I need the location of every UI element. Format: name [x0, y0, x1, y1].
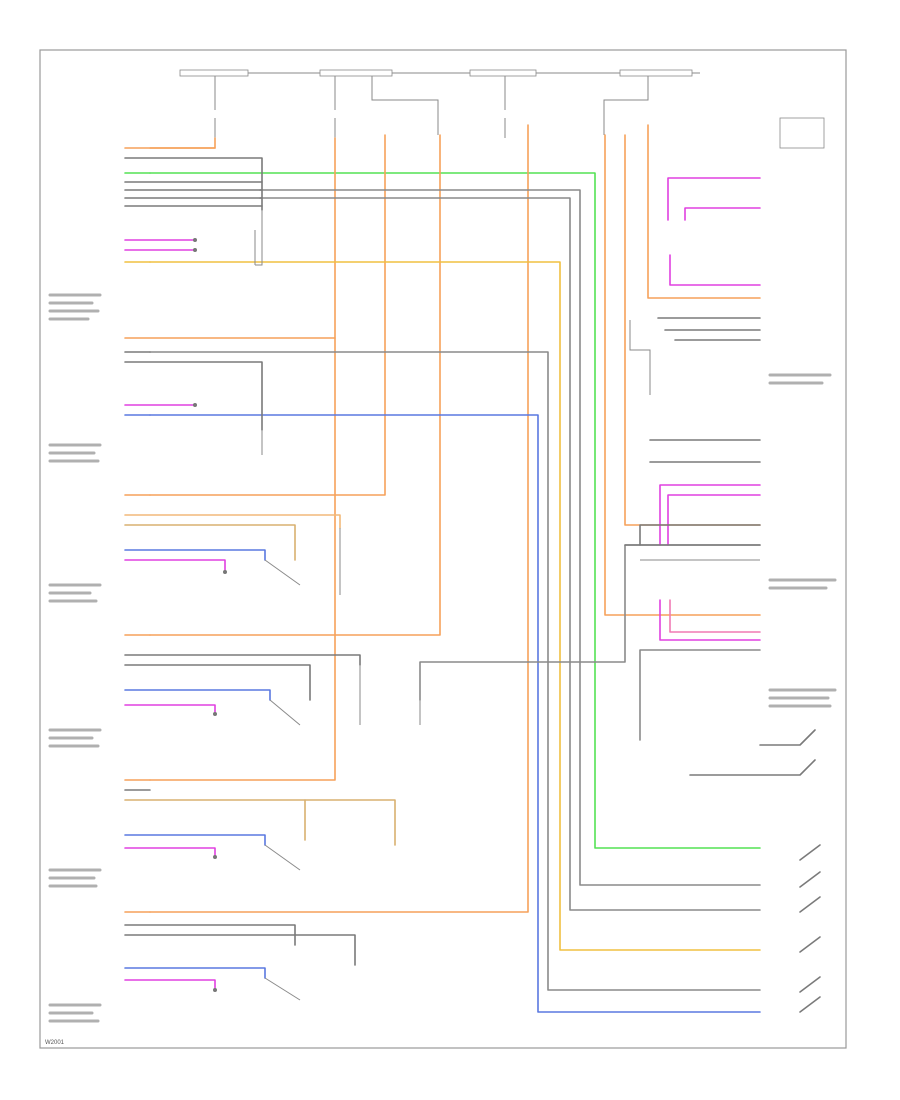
- wire-blue: [149, 414, 761, 1013]
- wire-orange-right-1: [647, 124, 761, 299]
- wire-orange-top-left: [149, 137, 216, 149]
- label-placeholders: [48, 293, 837, 1023]
- wire-gray-2: [259, 197, 761, 911]
- fuse-drops: [214, 76, 825, 149]
- fuse-bus-top: [179, 69, 700, 77]
- connector-block-1: [124, 147, 263, 266]
- connector-block-5: [124, 779, 396, 871]
- right-switch-stubs: [689, 729, 821, 1013]
- right-magenta-circuits: [659, 177, 761, 641]
- connector-block-2: [124, 337, 336, 455]
- wire-gray-4: [419, 544, 761, 701]
- wire-orange-trunk-3: [149, 134, 441, 636]
- connector-block-6: [124, 911, 356, 1001]
- wire-yellow: [149, 261, 761, 951]
- wire-orange-trunk-1: [149, 137, 336, 781]
- wire-orange-right-2: [604, 134, 761, 616]
- wire-gray-5: [639, 649, 761, 741]
- footer-code: W2001: [45, 1040, 65, 1046]
- right-gray-circuits: [624, 317, 761, 561]
- diagram-frame: [39, 49, 847, 1049]
- wire-orange-trunk-2: [149, 134, 386, 496]
- wire-gray-3: [259, 189, 761, 886]
- connector-block-3: [124, 494, 341, 595]
- wire-gray-1: [149, 351, 761, 991]
- connector-block-4: [124, 634, 421, 726]
- wire-orange-trunk-4: [149, 124, 529, 913]
- wire-green: [149, 172, 761, 849]
